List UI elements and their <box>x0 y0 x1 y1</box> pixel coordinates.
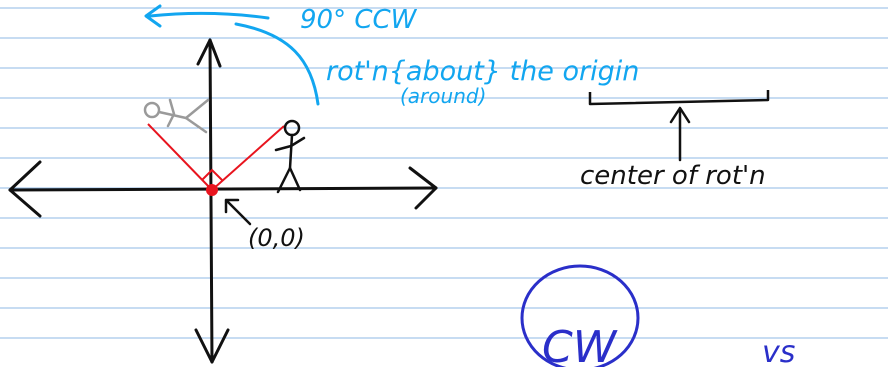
brace-up-arrow-icon <box>669 106 691 162</box>
standing-stick-figure-icon <box>274 119 306 194</box>
origin-brace <box>588 90 770 106</box>
y-axis-down-arrow-icon <box>194 328 230 364</box>
origin-pointer-arrow-icon <box>224 198 252 226</box>
cw-text: CW <box>542 322 618 367</box>
x-axis-left-arrow-icon <box>8 160 42 218</box>
center-of-rotation-text: center of rot'n <box>580 161 766 191</box>
y-axis-up-arrow-icon <box>196 38 222 68</box>
x-axis-right-arrow-icon <box>408 166 438 210</box>
top-blue-arrow <box>148 11 270 20</box>
right-angle-marker <box>201 168 223 181</box>
rotation-angle-text: 90° CCW <box>300 5 418 35</box>
rotated-stick-figure-icon <box>143 98 210 134</box>
origin-label: (0,0) <box>248 224 305 252</box>
y-axis <box>208 38 214 364</box>
rotation-about-origin-text: rot'n{about} the origin <box>326 56 639 87</box>
around-alt-text: (around) <box>400 84 486 108</box>
rotation-construction <box>147 123 285 191</box>
ruled-lines <box>0 7 888 339</box>
vs-text: vs <box>762 335 795 367</box>
top-blue-arrowhead-icon <box>144 4 162 28</box>
coordinate-axes <box>8 38 438 364</box>
curved-rotation-arrow <box>234 22 320 106</box>
x-axis <box>8 186 438 192</box>
origin-point <box>206 184 218 196</box>
cw-circle <box>520 264 640 367</box>
